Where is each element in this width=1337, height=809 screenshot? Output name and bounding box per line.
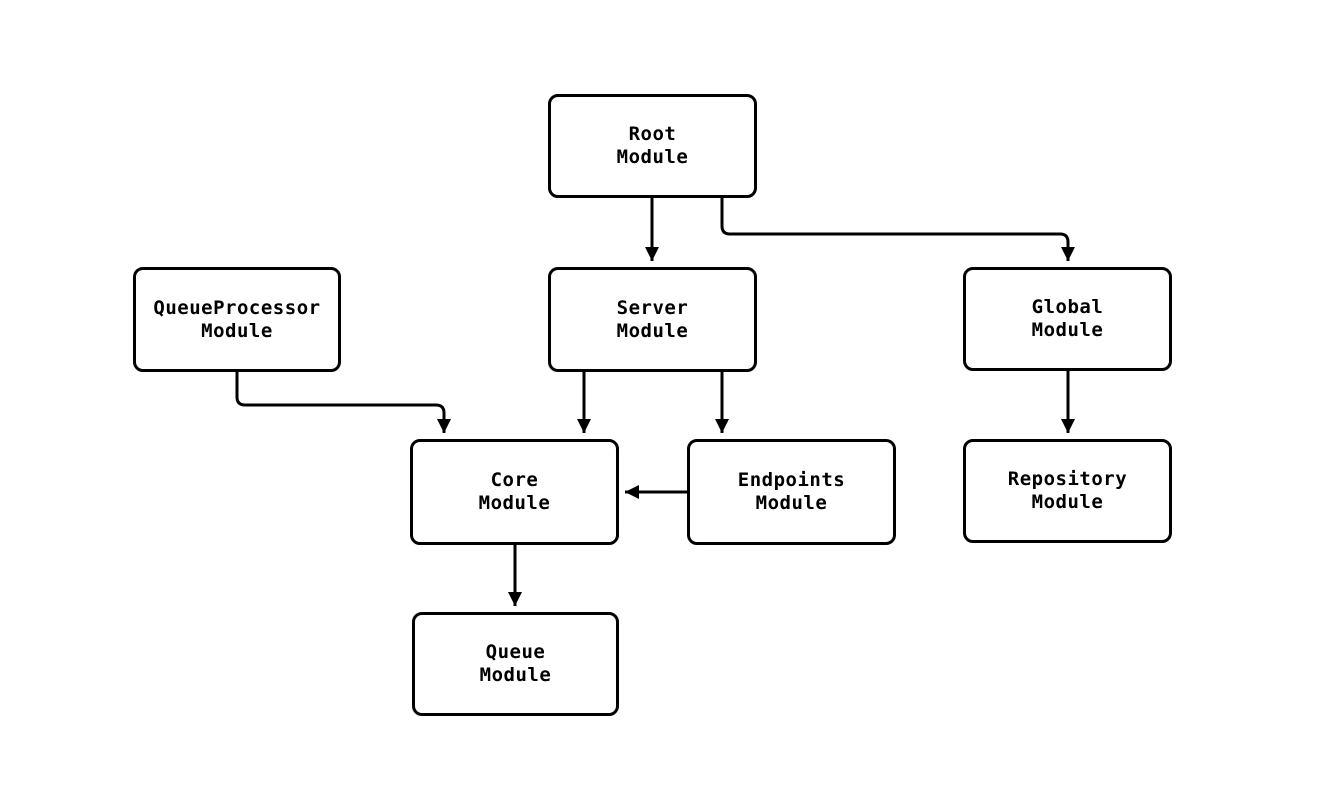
node-queue-module-label: Queue Module xyxy=(479,641,552,686)
node-root-module: Root Module xyxy=(548,94,757,198)
node-endpoints-module: Endpoints Module xyxy=(687,439,896,545)
node-endpoints-module-label: Endpoints Module xyxy=(737,469,846,514)
node-global-module-label: Global Module xyxy=(1031,296,1104,341)
node-queueprocessor-module-label: QueueProcessor Module xyxy=(153,296,321,342)
node-queue-module: Queue Module xyxy=(412,612,619,716)
node-server-module-label: Server Module xyxy=(616,296,689,342)
node-queueprocessor-module: QueueProcessor Module xyxy=(133,267,341,372)
edge-queueprocessor-to-core xyxy=(235,372,451,433)
node-root-module-label: Root Module xyxy=(616,123,689,168)
node-core-module-label: Core Module xyxy=(478,469,551,514)
node-server-module: Server Module xyxy=(548,267,757,372)
node-core-module: Core Module xyxy=(410,439,619,545)
edge-root-to-global xyxy=(720,197,1075,261)
node-repository-module-label: Repository Module xyxy=(1007,468,1128,513)
node-global-module: Global Module xyxy=(963,267,1172,371)
node-repository-module: Repository Module xyxy=(963,439,1172,543)
